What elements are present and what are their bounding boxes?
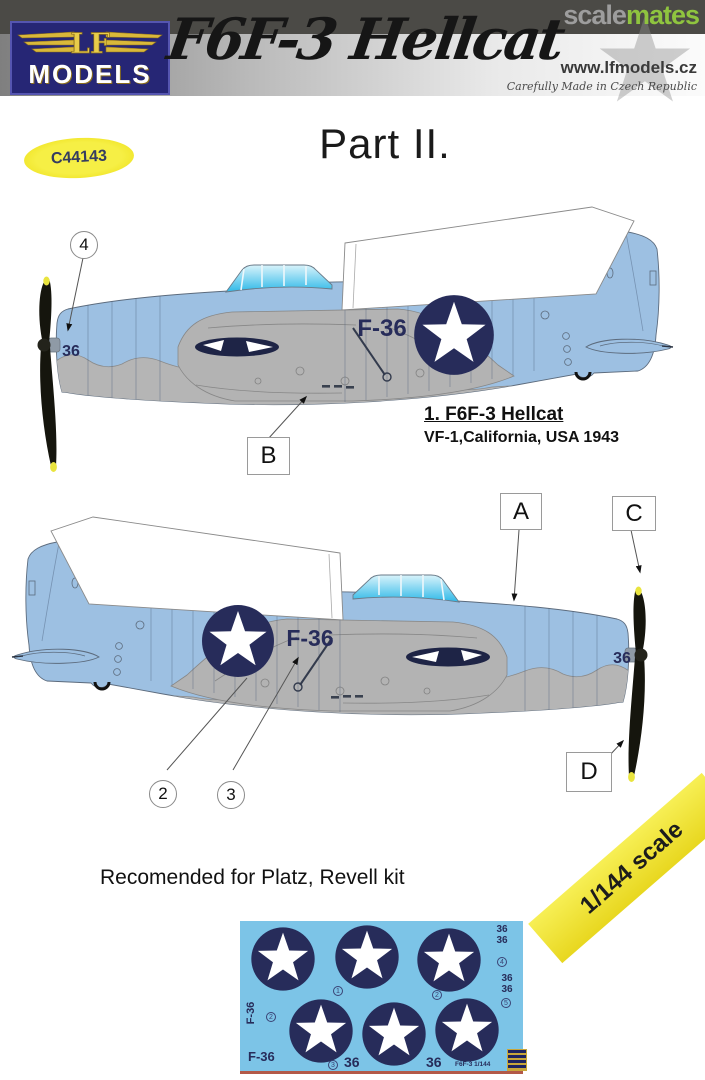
scheme2-nose-number: 36	[613, 650, 631, 667]
decal-marker-5: 5	[501, 998, 511, 1008]
website-text: www.lfmodels.cz	[560, 58, 697, 77]
lf-models-text: MODELS	[28, 59, 152, 89]
aircraft-profile-1: F-36 36	[0, 195, 705, 495]
scheme2-fuselage-code: F-36	[286, 625, 333, 651]
callout-circle-2: 2	[149, 780, 177, 808]
lf-letters: LF	[70, 27, 110, 60]
scalemates-scale: scale	[563, 0, 627, 30]
callout-circle-4: 4	[70, 231, 98, 259]
decal-marker-4: 4	[497, 957, 507, 967]
decal-right-top-numbers: 36 36	[496, 924, 508, 946]
scheme1-caption-subtitle: VF-1,California, USA 1943	[424, 429, 620, 446]
decal-bottom-number-1: 36	[344, 1054, 360, 1070]
lf-wings-icon: LF	[17, 27, 163, 60]
scheme1-nose-number: 36	[62, 343, 80, 360]
decal-right-mid-numbers: 36 36	[501, 973, 513, 995]
lf-models-logo: LF MODELS	[10, 21, 170, 95]
decal-marker-3: 3	[328, 1060, 338, 1070]
scalemates-star-watermark-icon: ★	[592, 0, 698, 127]
scheme1-caption-title: 1. F6F-3 Hellcat	[424, 404, 564, 425]
scalemates-watermark: scalemates	[563, 0, 700, 31]
aircraft-profile-2: F-36 36	[0, 505, 705, 815]
scheme1-fuselage-code: F-36	[357, 315, 406, 342]
scalemates-mates: mates	[625, 0, 700, 30]
callout-box-A: A	[500, 493, 542, 530]
callout-box-B: B	[247, 437, 290, 475]
decal-marker-1: 1	[333, 986, 343, 996]
callout-box-D: D	[566, 752, 612, 792]
tagline-text: Carefully Made in Czech Republic	[506, 80, 697, 93]
part-title: Part II.	[319, 120, 451, 167]
recommended-kits-note: Recomended for Platz, Revell kit	[100, 866, 405, 889]
header: ★ scalemates LF MODELS F6F-3 Hellcat www…	[0, 0, 705, 120]
decal-marker-2: 2	[432, 990, 442, 1000]
decal-bottom-number-2: 36	[426, 1054, 442, 1070]
decal-vertical-code-marker: 2	[266, 1012, 276, 1022]
scheme1-caption: 1. F6F-3 Hellcat VF-1,California, USA 19…	[424, 404, 654, 447]
decal-stars	[251, 925, 499, 1066]
decal-lf-logo-icon	[507, 1049, 527, 1071]
decal-bottom-code: F-36	[248, 1049, 275, 1064]
decal-footer-text: F6F-3 1/144	[455, 1061, 491, 1068]
decal-sheet: 36 36 4 36 36 5 1 2 F-36 2 F-36 3 36 36 …	[240, 921, 527, 1074]
callout-circle-3: 3	[217, 781, 245, 809]
decal-vertical-code: F-36	[245, 1001, 257, 1025]
callout-box-C: C	[612, 496, 656, 531]
